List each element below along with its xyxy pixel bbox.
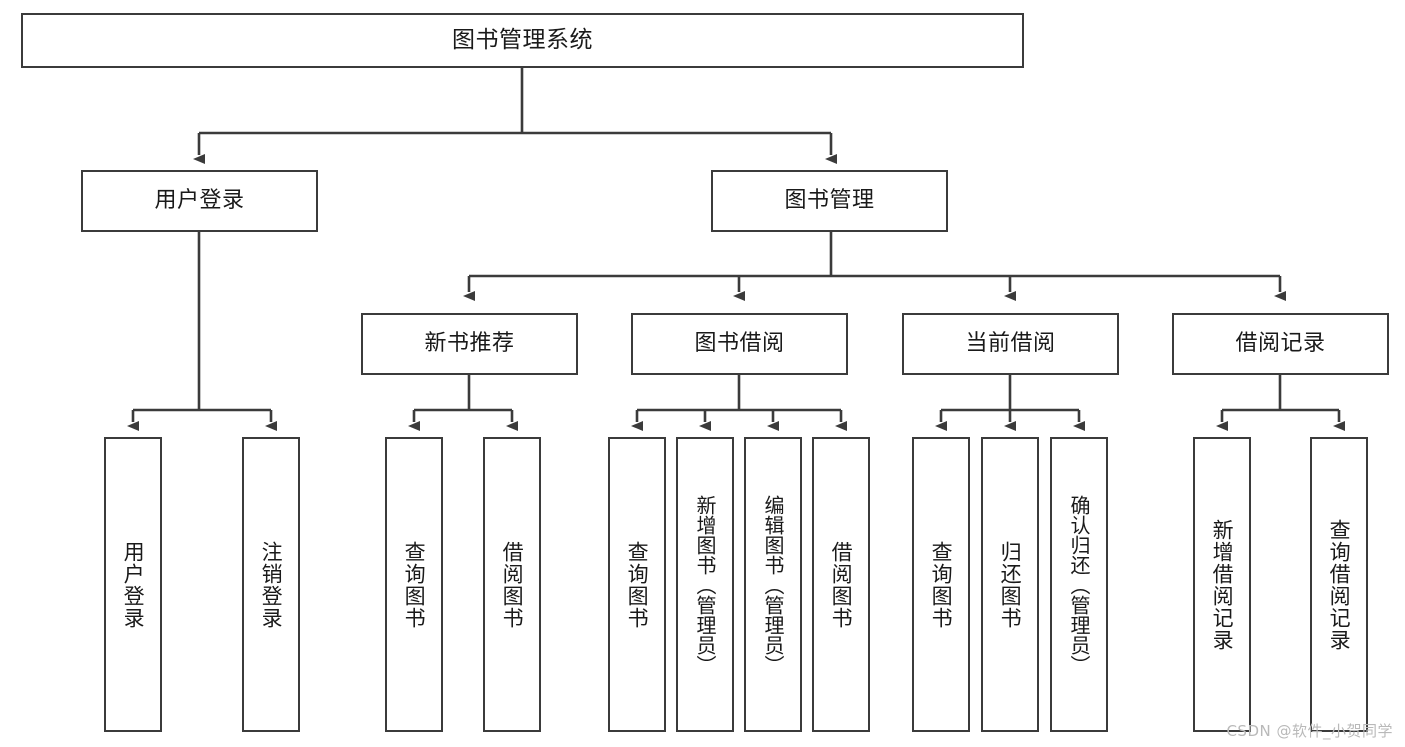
leaf-user-login-signin[interactable]: 用户登录 — [104, 437, 162, 732]
node-label: 注销登录 — [259, 540, 284, 629]
node-root-system[interactable]: 图书管理系统 — [21, 13, 1024, 68]
node-current-borrow[interactable]: 当前借阅 — [902, 313, 1119, 375]
leaf-book-borrow-borrow[interactable]: 借阅图书 — [812, 437, 870, 732]
leaf-book-borrow-edit-admin[interactable]: 编辑图书（管理员） — [744, 437, 802, 732]
leaf-book-borrow-add-admin[interactable]: 新增图书（管理员） — [676, 437, 734, 732]
watermark: CSDN @软件_小贺同学 — [1226, 722, 1393, 740]
leaf-new-book-query[interactable]: 查询图书 — [385, 437, 443, 732]
leaf-book-borrow-query[interactable]: 查询图书 — [608, 437, 666, 732]
node-label: 借阅记录 — [1235, 331, 1326, 357]
node-label: 用户登录 — [154, 188, 245, 214]
node-borrow-record[interactable]: 借阅记录 — [1172, 313, 1389, 375]
leaf-user-login-signout[interactable]: 注销登录 — [242, 437, 300, 732]
leaf-current-borrow-return[interactable]: 归还图书 — [981, 437, 1039, 732]
node-label: 新增图书（管理员） — [693, 494, 717, 675]
node-label: 编辑图书（管理员） — [761, 494, 785, 675]
node-label: 借阅图书 — [829, 540, 854, 629]
node-user-login[interactable]: 用户登录 — [81, 170, 318, 232]
node-label: 查询图书 — [929, 540, 954, 629]
node-label: 查询图书 — [402, 540, 427, 629]
node-label: 图书管理 — [784, 188, 875, 214]
node-book-borrow[interactable]: 图书借阅 — [631, 313, 848, 375]
node-book-management[interactable]: 图书管理 — [711, 170, 948, 232]
node-label: 图书借阅 — [694, 331, 785, 357]
leaf-borrow-record-query[interactable]: 查询借阅记录 — [1310, 437, 1368, 732]
node-label: 归还图书 — [998, 540, 1023, 629]
node-label: 查询图书 — [625, 540, 650, 629]
node-label: 图书管理系统 — [452, 27, 593, 54]
node-label: 当前借阅 — [965, 331, 1056, 357]
leaf-current-borrow-query[interactable]: 查询图书 — [912, 437, 970, 732]
node-new-book-recommend[interactable]: 新书推荐 — [361, 313, 578, 375]
leaf-current-borrow-confirm-admin[interactable]: 确认归还（管理员） — [1050, 437, 1108, 732]
node-label: 新书推荐 — [424, 331, 515, 357]
node-label: 确认归还（管理员） — [1067, 494, 1091, 675]
node-label: 查询借阅记录 — [1327, 518, 1352, 651]
node-label: 新增借阅记录 — [1210, 518, 1235, 651]
leaf-new-book-borrow[interactable]: 借阅图书 — [483, 437, 541, 732]
leaf-borrow-record-add[interactable]: 新增借阅记录 — [1193, 437, 1251, 732]
node-label: 借阅图书 — [500, 540, 525, 629]
node-label: 用户登录 — [121, 540, 146, 629]
